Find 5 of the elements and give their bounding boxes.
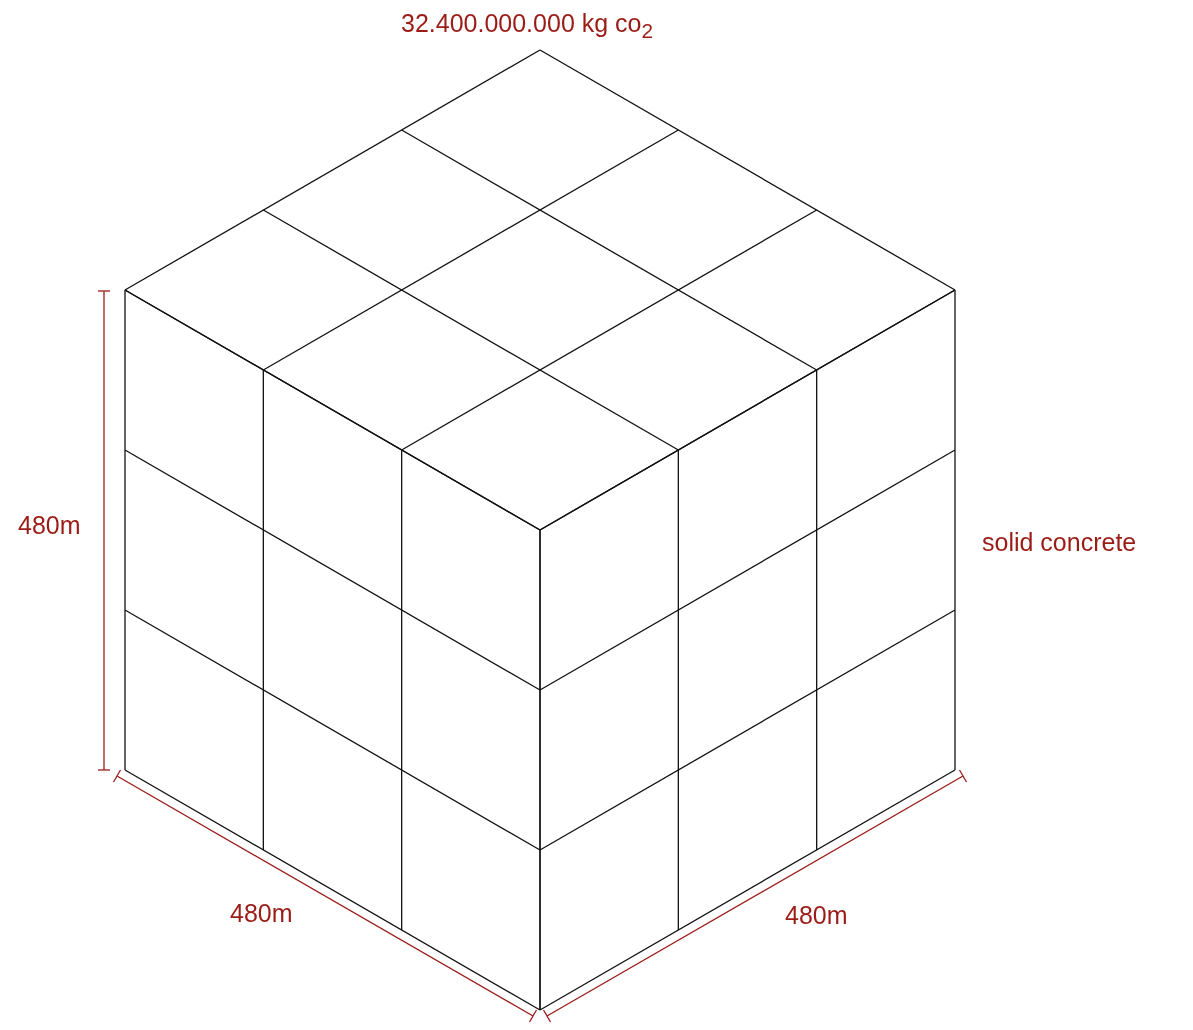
dimension-label: 480m xyxy=(18,510,81,540)
dimension-label: 480m xyxy=(785,900,848,930)
dimension-label: 480m xyxy=(230,898,293,928)
mass-label: 32.400.000.000 kg co$_{2}$ xyxy=(401,8,654,44)
dimension-label: solid concrete xyxy=(982,527,1137,557)
